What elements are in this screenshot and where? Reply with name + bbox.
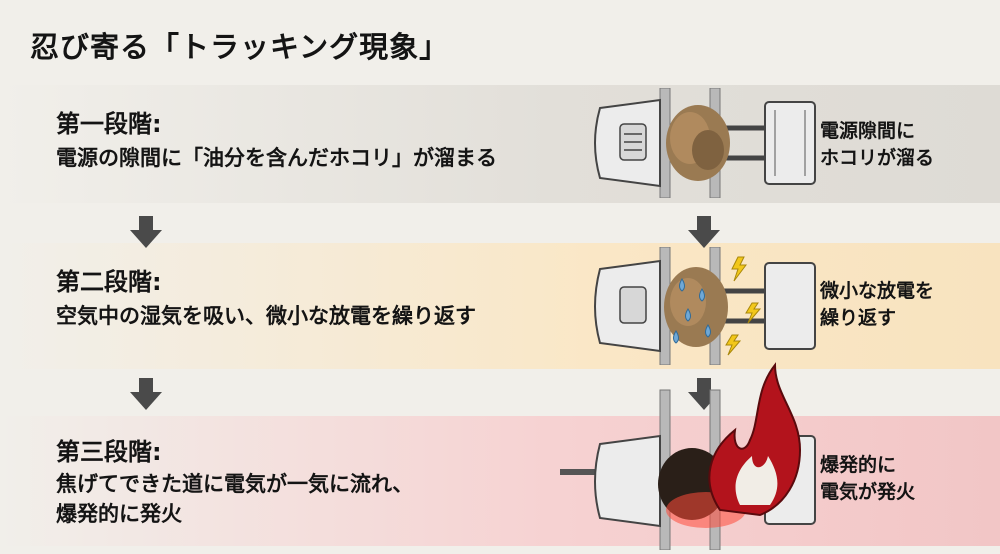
stage-2-heading: 第二段階: (56, 268, 162, 296)
plug-discharge-illustration (594, 247, 816, 365)
stage-1-heading: 第一段階: (56, 110, 162, 138)
plug-dust-illustration (594, 88, 816, 198)
stage-2-description: 空気中の湿気を吸い、微小な放電を繰り返す (56, 304, 476, 328)
stage-1-description: 電源の隙間に「油分を含んだホコリ」が溜まる (56, 146, 497, 170)
stage-3-description: 焦げてできた道に電気が一気に流れ、 爆発的に発火 (56, 472, 414, 526)
stage-3-caption: 爆発的に 電気が発火 (820, 454, 916, 503)
flame-icon (708, 362, 802, 517)
illus-arrow-down-1 (688, 216, 720, 248)
stage-3-band (0, 416, 1000, 546)
stage-2-band (0, 243, 1000, 369)
stage-1-caption: 電源隙間に ホコリが溜る (820, 120, 935, 169)
spark-icons (725, 256, 762, 356)
stage-2-caption: 微小な放電を 繰り返す (820, 280, 935, 329)
stage-3-heading: 第三段階: (56, 438, 162, 466)
dust-clump (666, 105, 730, 181)
stage-1-band (0, 85, 1000, 203)
plug-fire-illustration (560, 362, 816, 550)
water-droplet-icons (673, 278, 711, 344)
flow-arrow-down-1 (130, 216, 162, 248)
flow-arrow-down-2 (130, 378, 162, 410)
page-title: 忍び寄る「トラッキング現象」 (30, 30, 450, 64)
